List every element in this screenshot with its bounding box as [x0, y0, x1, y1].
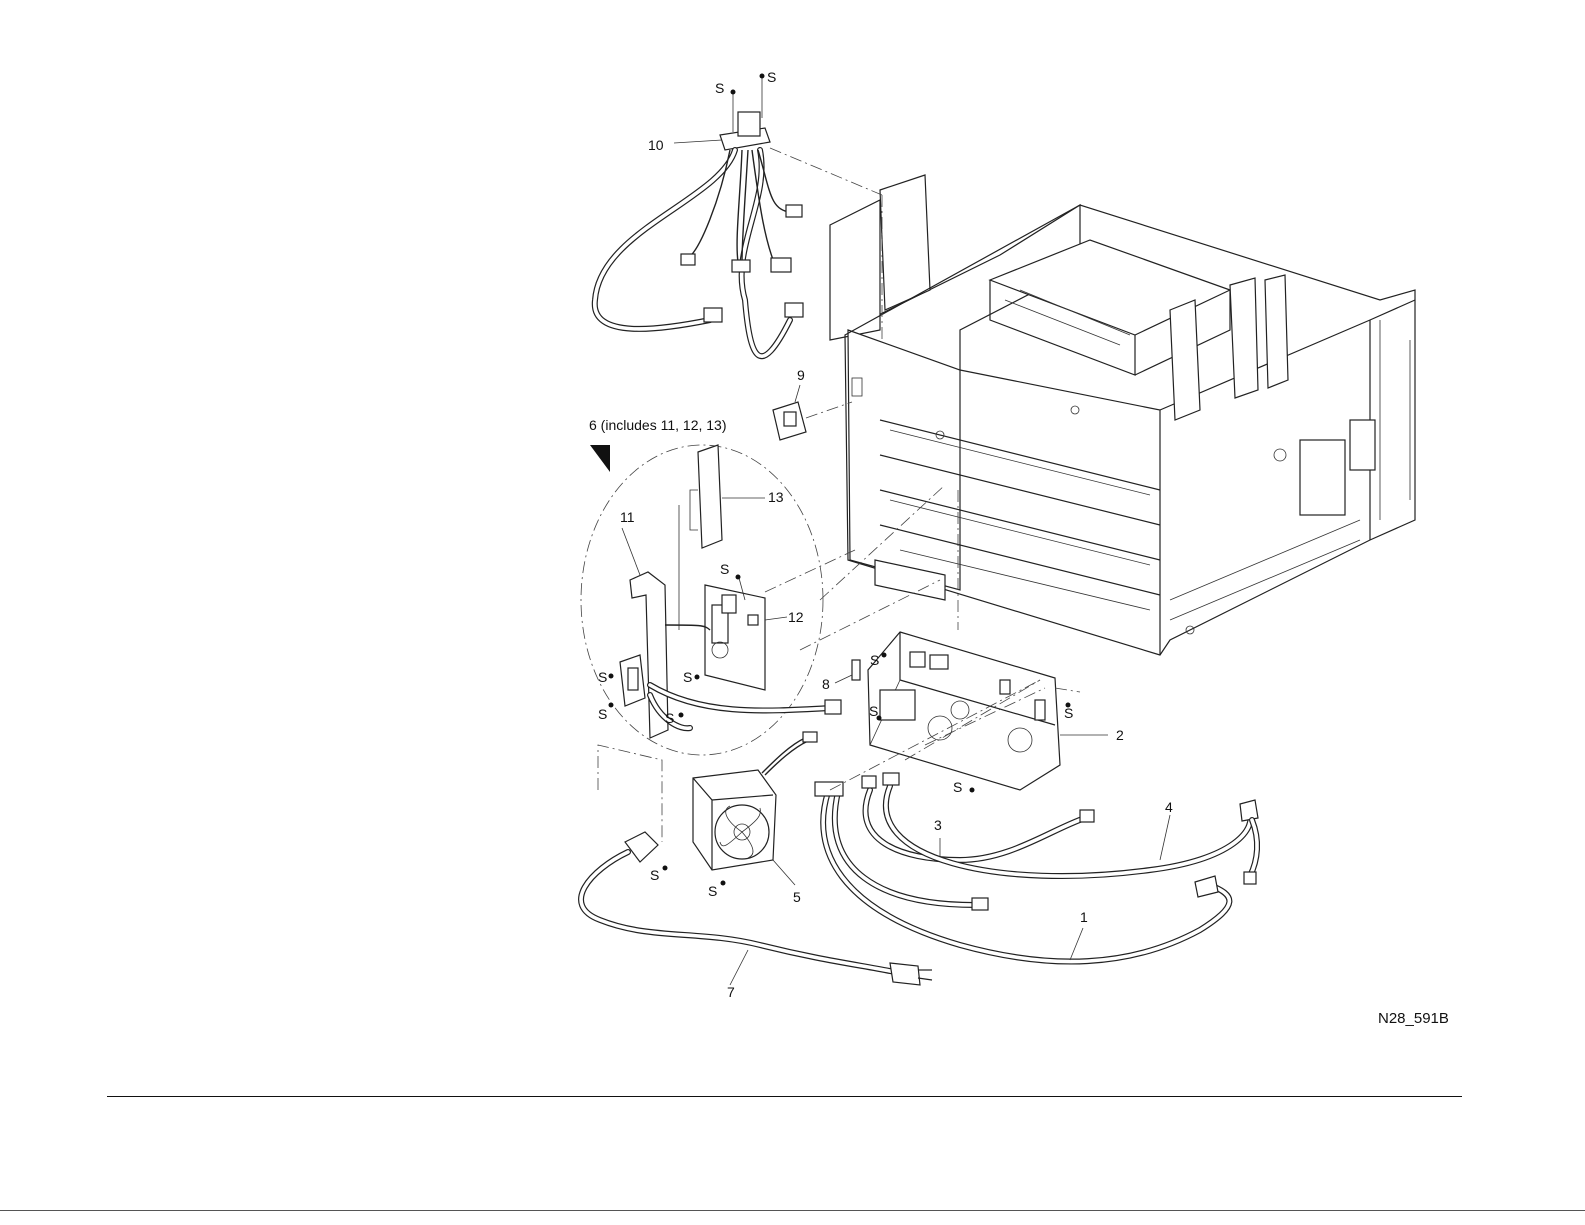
- screw-label: S: [869, 703, 878, 719]
- screw-label: S: [650, 867, 659, 883]
- screw-label: S: [767, 69, 776, 85]
- screw-label: S: [665, 710, 674, 726]
- drawing-id: N28_591B: [1378, 1010, 1449, 1027]
- callout-10: 10: [648, 137, 664, 153]
- screw-label: S: [598, 669, 607, 685]
- callout-9: 9: [797, 367, 805, 383]
- callout-11: 11: [620, 509, 635, 525]
- bottom-divider: [0, 1210, 1585, 1211]
- pointer-triangle-icon: [590, 445, 610, 472]
- callout-3: 3: [934, 817, 942, 833]
- cable-3: [862, 776, 1094, 860]
- screw-label: S: [870, 652, 879, 668]
- callout-2: 2: [1116, 727, 1124, 743]
- callout-8: 8: [822, 676, 830, 692]
- callout-5: 5: [793, 889, 801, 905]
- fan-5: [693, 732, 817, 885]
- callout-13: 13: [768, 489, 784, 505]
- printer-chassis: [830, 175, 1415, 655]
- screw-label: S: [715, 80, 724, 96]
- screw-label: S: [708, 883, 717, 899]
- callout-4: 4: [1165, 799, 1173, 815]
- callout-1: 1: [1080, 909, 1088, 925]
- screw-label: S: [598, 706, 607, 722]
- screw-label: S: [683, 669, 692, 685]
- callout-6: 6 (includes 11, 12, 13): [589, 417, 727, 433]
- callout-7: 7: [727, 984, 735, 1000]
- screw-label: S: [1064, 705, 1073, 721]
- screw-label: S: [953, 779, 962, 795]
- standoff-8: [835, 660, 860, 683]
- screw-label: S: [720, 561, 729, 577]
- callout-12: 12: [788, 609, 804, 625]
- footer-divider: [107, 1096, 1462, 1097]
